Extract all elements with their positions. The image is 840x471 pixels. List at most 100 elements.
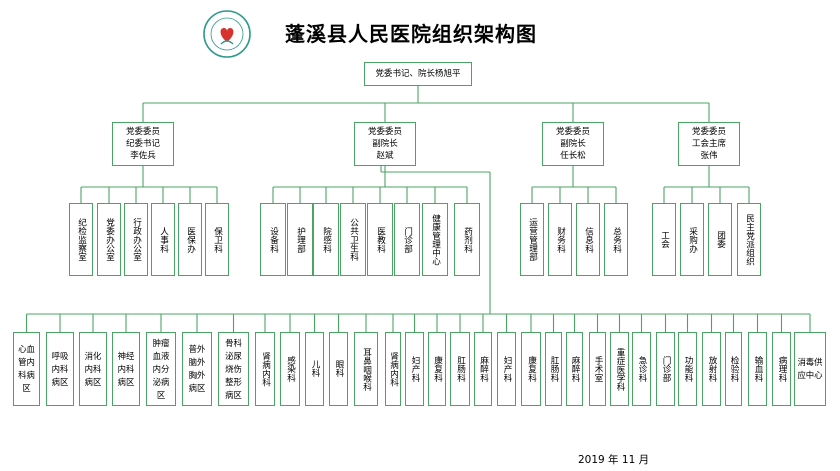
dept-box-g2-1: 设备科: [260, 203, 286, 276]
clinical-dept-box-11: 眼科: [329, 332, 348, 406]
dept-box-g2-1-label: 设备科: [268, 226, 279, 253]
leader-box-3: 党委委员 副院长 任长松: [542, 122, 604, 166]
dept-box-g3-2-label: 财务科: [555, 226, 566, 253]
dept-box-g1-6: 保卫科: [205, 203, 229, 276]
leader-box-4: 党委委员 工会主席 张伟: [678, 122, 740, 166]
dept-box-g1-5-label: 医保办: [185, 226, 196, 253]
clinical-dept-box-8: 肾病内科: [255, 332, 275, 406]
dept-box-g2-8: 药剂科: [454, 203, 480, 276]
clinical-dept-box-2: 呼吸内科病区: [46, 332, 74, 406]
dept-box-g1-6-label: 保卫科: [212, 226, 223, 253]
clinical-dept-box-12: 耳鼻咽喉科: [354, 332, 378, 406]
clinical-dept-box-5: 肿瘤血液内分泌病区: [146, 332, 176, 406]
leader-box-1: 党委委员 纪委书记 李佐兵: [112, 122, 174, 166]
clinical-dept-box-20-label: 肛肠科: [549, 356, 559, 382]
clinical-dept-box-28: 检验科: [725, 332, 742, 406]
clinical-dept-box-28-label: 检验科: [729, 356, 739, 382]
clinical-dept-box-30-label: 病理科: [777, 356, 787, 382]
top-leader-box-label: 党委书记、院长杨旭平: [375, 69, 461, 79]
dept-box-g2-8-label: 药剂科: [462, 226, 473, 253]
clinical-dept-box-15: 康复科: [428, 332, 446, 406]
clinical-dept-box-23: 重症医学科: [610, 332, 629, 406]
page-title: 蓬溪县人民医院组织架构图: [285, 22, 537, 46]
clinical-dept-box-7-label: 骨科泌尿烧伤整形病区: [225, 337, 242, 400]
clinical-dept-box-13: 肾病内科: [385, 332, 401, 406]
clinical-dept-box-19-label: 康复科: [526, 356, 537, 382]
dept-box-g3-3: 信息科: [576, 203, 600, 276]
clinical-dept-box-10: 儿科: [305, 332, 324, 406]
clinical-dept-box-6: 普外脑外胸外病区: [182, 332, 212, 406]
clinical-dept-box-25-label: 门诊部: [661, 356, 671, 382]
clinical-dept-box-11-label: 眼科: [334, 360, 344, 378]
dept-box-g2-5-label: 医教科: [375, 226, 386, 253]
hospital-logo: [203, 10, 251, 58]
clinical-dept-box-5-label: 肿瘤血液内分泌病区: [152, 337, 170, 400]
clinical-dept-box-7: 骨科泌尿烧伤整形病区: [218, 332, 249, 406]
clinical-dept-box-17: 麻醉科: [474, 332, 492, 406]
dept-box-g1-4: 人事科: [151, 203, 175, 276]
clinical-dept-box-3: 消化内科病区: [79, 332, 107, 406]
clinical-dept-box-21: 麻醉科: [566, 332, 583, 406]
leader-box-2-label: 党委委员 副院长 赵斌: [367, 127, 402, 161]
clinical-dept-box-4-label: 神经内科病区: [117, 350, 135, 387]
clinical-dept-box-24-label: 急诊科: [637, 356, 647, 382]
leader-box-3-label: 党委委员 副院长 任长松: [555, 127, 590, 161]
dept-box-g1-3: 行政办公室: [124, 203, 148, 276]
clinical-dept-box-3-label: 消化内科病区: [84, 350, 102, 387]
dept-box-g3-1: 运营管理部: [520, 203, 544, 276]
dept-box-g3-4: 总务科: [604, 203, 628, 276]
dept-box-g1-4-label: 人事科: [158, 226, 169, 253]
clinical-dept-box-9-label: 感染科: [285, 356, 296, 382]
clinical-dept-box-26-label: 功能科: [683, 356, 693, 382]
date-label: 2019 年 11 月: [578, 454, 650, 466]
clinical-dept-box-2-label: 呼吸内科病区: [51, 350, 69, 387]
dept-box-g4-2-label: 采购办: [687, 226, 698, 253]
dept-box-g4-1: 工会: [652, 203, 676, 276]
dept-box-g4-2: 采购办: [680, 203, 704, 276]
clinical-dept-box-26: 功能科: [678, 332, 697, 406]
clinical-dept-box-20: 肛肠科: [545, 332, 562, 406]
dept-box-g1-2-label: 党委办公室: [104, 218, 115, 261]
clinical-dept-box-25: 门诊部: [656, 332, 675, 406]
dept-box-g2-3-label: 院感科: [321, 226, 332, 253]
dept-box-g2-4: 公共卫生科: [340, 203, 366, 276]
clinical-dept-box-30: 病理科: [772, 332, 791, 406]
dept-box-g2-2: 护理部: [287, 203, 313, 276]
clinical-dept-box-18-label: 妇产科: [502, 356, 512, 382]
clinical-dept-box-16: 肛肠科: [450, 332, 470, 406]
clinical-dept-box-29: 输血科: [748, 332, 767, 406]
dept-box-g2-4-label: 公共卫生科: [348, 218, 359, 261]
dept-box-g3-2: 财务科: [548, 203, 572, 276]
dept-box-g4-4-label: 民主党派组织: [744, 213, 755, 266]
dept-box-g4-1-label: 工会: [659, 230, 670, 249]
clinical-dept-box-13-label: 肾病内科: [388, 351, 399, 387]
dept-box-g1-5: 医保办: [178, 203, 202, 276]
dept-box-g1-3-label: 行政办公室: [131, 218, 142, 261]
clinical-dept-box-8-label: 肾病内科: [260, 351, 271, 387]
clinical-dept-box-17-label: 麻醉科: [478, 356, 489, 382]
clinical-dept-box-19: 康复科: [521, 332, 541, 406]
clinical-dept-box-21-label: 麻醉科: [570, 356, 580, 382]
clinical-dept-box-9: 感染科: [280, 332, 300, 406]
dept-box-g2-3: 院感科: [313, 203, 339, 276]
dept-box-g4-3: 团委: [708, 203, 732, 276]
dept-box-g3-3-label: 信息科: [583, 226, 594, 253]
dept-box-g2-7: 健康管理中心: [422, 203, 448, 276]
clinical-dept-box-31-label: 消毒供应中心: [797, 357, 823, 380]
clinical-dept-box-29-label: 输血科: [753, 356, 763, 382]
dept-box-g1-1: 纪检监察室: [69, 203, 93, 276]
clinical-dept-box-31: 消毒供应中心: [794, 332, 826, 406]
dept-box-g2-5: 医教科: [367, 203, 393, 276]
clinical-dept-box-14-label: 妇产科: [410, 356, 420, 382]
clinical-dept-box-4: 神经内科病区: [112, 332, 140, 406]
clinical-dept-box-22: 手术室: [589, 332, 606, 406]
clinical-dept-box-10-label: 儿科: [310, 360, 320, 378]
dept-box-g4-4: 民主党派组织: [737, 203, 761, 276]
clinical-dept-box-22-label: 手术室: [593, 356, 603, 382]
leader-box-4-label: 党委委员 工会主席 张伟: [691, 127, 726, 161]
clinical-dept-box-16-label: 肛肠科: [455, 356, 466, 382]
clinical-dept-box-6-label: 普外脑外胸外病区: [188, 344, 206, 393]
dept-box-g2-2-label: 护理部: [295, 226, 306, 253]
clinical-dept-box-27: 放射科: [702, 332, 721, 406]
